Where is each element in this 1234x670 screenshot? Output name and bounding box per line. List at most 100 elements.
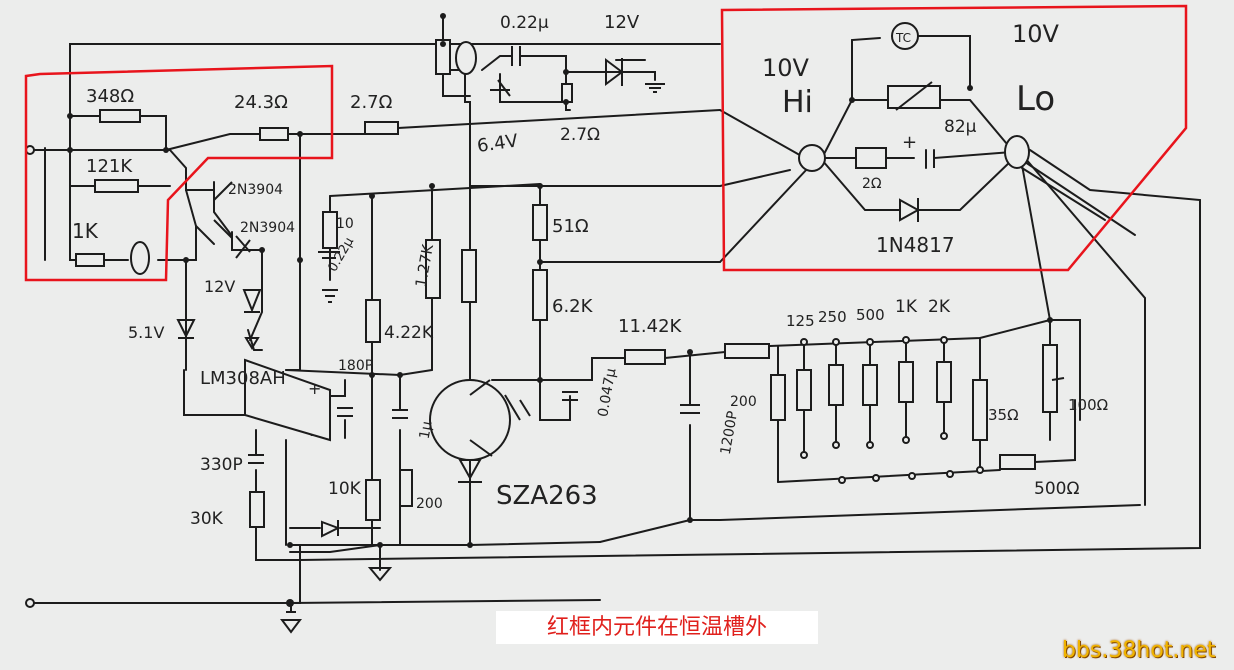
resistor-11-42k bbox=[624, 349, 666, 365]
label-250: 250 bbox=[818, 308, 847, 326]
watermark: bbs.38hot.net bbox=[1062, 638, 1216, 663]
diode-bottom bbox=[321, 520, 341, 538]
resistor-10 bbox=[322, 211, 338, 249]
capacitor-1u bbox=[392, 409, 408, 419]
zener-5-1v bbox=[176, 319, 196, 339]
label-1k: 1K bbox=[72, 219, 99, 243]
resistor-121k bbox=[94, 179, 139, 193]
capacitor-180p bbox=[337, 407, 353, 417]
red-box-right bbox=[720, 4, 1188, 272]
symbols bbox=[176, 46, 1065, 634]
resistor-range-in bbox=[724, 343, 770, 359]
label-24-3: 24.3Ω bbox=[234, 92, 288, 113]
label-opamp: LM308AH bbox=[200, 368, 286, 389]
meter-left bbox=[130, 241, 150, 275]
label-180p: 180P bbox=[338, 358, 373, 374]
label-0-047: 0.047μ bbox=[595, 367, 619, 418]
label-500-ohm: 500Ω bbox=[1034, 479, 1079, 499]
label-1u: 1μ bbox=[417, 420, 436, 440]
label-35: 35Ω bbox=[988, 406, 1019, 424]
junction-dots bbox=[67, 13, 1053, 607]
label-2-7-a: 2.7Ω bbox=[350, 92, 393, 113]
zener-12v-mid bbox=[242, 289, 262, 313]
label-1n4817: 1N4817 bbox=[876, 233, 955, 257]
resistor-2-ohm bbox=[855, 147, 887, 169]
capacitor-0-047 bbox=[562, 391, 578, 401]
label-330p: 330P bbox=[200, 455, 243, 475]
capacitor-1200p bbox=[680, 404, 700, 414]
opamp-symbol bbox=[244, 358, 331, 442]
label-30k: 30K bbox=[190, 509, 224, 529]
capacitor-330p bbox=[248, 454, 264, 464]
capacitor-0-22-mid bbox=[318, 251, 340, 259]
label-tc: TC bbox=[895, 31, 911, 45]
labels: 348Ω 24.3Ω 121K 1K 2.7Ω 2.7Ω 0.22μ 12V 6… bbox=[72, 12, 1108, 529]
components bbox=[75, 22, 1058, 528]
potentiometer-100 bbox=[1042, 344, 1058, 413]
label-sza263: SZA263 bbox=[496, 481, 598, 511]
label-2-7-b: 2.7Ω bbox=[560, 125, 600, 145]
resistor-348 bbox=[99, 109, 141, 123]
label-82u: 82μ bbox=[944, 117, 977, 137]
resistor-4-22k bbox=[365, 299, 381, 343]
label-125: 125 bbox=[786, 312, 815, 330]
label-10v-lo: 10V bbox=[1012, 20, 1060, 48]
label-51: 51Ω bbox=[552, 216, 589, 237]
label-12v-top: 12V bbox=[604, 12, 640, 33]
resistor-200-a bbox=[399, 469, 413, 507]
label-2k-range: 2K bbox=[928, 297, 951, 317]
resistor-1k bbox=[75, 253, 105, 267]
label-hi: Hi bbox=[782, 85, 813, 120]
label-100: 100Ω bbox=[1068, 396, 1108, 414]
ground-mid bbox=[244, 337, 260, 350]
label-11-42k: 11.42K bbox=[618, 316, 683, 337]
label-200-b: 200 bbox=[730, 394, 757, 410]
resistor-125 bbox=[796, 369, 812, 411]
diode-1n4817 bbox=[899, 198, 921, 222]
label-lo: Lo bbox=[1016, 79, 1055, 119]
label-0-22-top: 0.22μ bbox=[500, 13, 549, 33]
resistor-200-b bbox=[770, 374, 786, 421]
resistor-10k bbox=[365, 479, 381, 521]
label-op-minus: - bbox=[310, 425, 316, 444]
resistor-30k bbox=[249, 491, 265, 528]
resistor-6-2k bbox=[532, 269, 548, 321]
resistor-top bbox=[435, 39, 451, 75]
label-10: 10 bbox=[336, 216, 354, 232]
resistor-500-ohm bbox=[999, 454, 1036, 470]
zener-small bbox=[490, 79, 511, 97]
label-5-1v: 5.1V bbox=[128, 323, 164, 342]
resistor-2-7-a bbox=[364, 121, 399, 135]
resistor-1k-range bbox=[898, 361, 914, 403]
label-6-2k: 6.2K bbox=[552, 296, 594, 317]
caption-box: 红框内元件在恒温槽外 bbox=[496, 611, 818, 644]
wires bbox=[29, 15, 1201, 604]
label-4-22k: 4.22K bbox=[384, 323, 434, 343]
resistor-1-27k bbox=[425, 239, 441, 299]
label-500: 500 bbox=[856, 306, 885, 324]
capacitor-82u bbox=[925, 150, 935, 168]
transistor-q1 bbox=[213, 181, 233, 239]
lo-terminal bbox=[1004, 135, 1030, 169]
hi-terminal bbox=[798, 144, 826, 172]
thermistor-slash bbox=[895, 81, 933, 111]
transistor-right bbox=[504, 394, 531, 421]
meter-symbol bbox=[455, 41, 477, 75]
transistor-sza bbox=[469, 379, 493, 457]
label-op-plus: + bbox=[308, 379, 321, 398]
ground-10 bbox=[322, 289, 338, 303]
resistor-51 bbox=[532, 204, 548, 241]
transistor-q2 bbox=[235, 235, 251, 259]
label-plus: + bbox=[902, 132, 917, 153]
label-1k-range: 1K bbox=[895, 297, 918, 317]
label-10k: 10K bbox=[328, 479, 362, 499]
sza263-reference bbox=[429, 379, 511, 461]
label-2-ohm: 2Ω bbox=[862, 176, 882, 192]
pot-wiper bbox=[1051, 377, 1065, 381]
resistor-2k-range bbox=[936, 361, 952, 403]
red-box-left bbox=[24, 64, 334, 282]
capacitor-0-22-top bbox=[511, 46, 521, 66]
label-q1: 2N3904 bbox=[228, 182, 283, 198]
label-6-4v: 6.4V bbox=[476, 130, 520, 157]
